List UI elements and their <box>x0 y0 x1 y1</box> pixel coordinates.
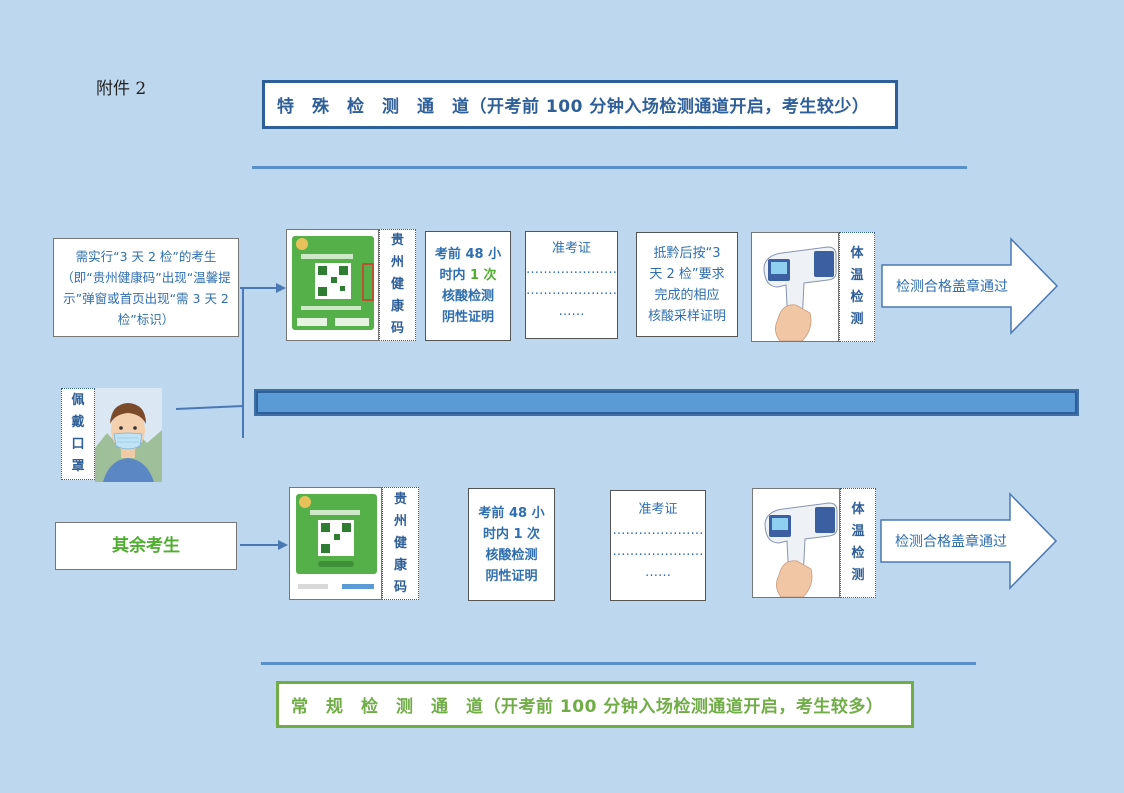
attachment-label: 附件 2 <box>96 79 147 99</box>
arrival-sampling-proof: 抵黔后按“3 天 2 检”要求 完成的相应 核酸采样证明 <box>636 232 738 337</box>
three-day-two-test-condition: 需实行“3 天 2 检”的考生（即“贵州健康码”出现“温馨提示”弹窗或首页出现“… <box>53 238 239 337</box>
pass-arrow-regular <box>880 492 1058 590</box>
temperature-check-label-special: 体 温 检 测 <box>839 232 875 342</box>
nucleic-test-proof-regular: 考前 48 小 时内 1 次 核酸检测 阴性证明 <box>468 488 555 601</box>
pass-arrow-special <box>881 237 1059 335</box>
nucleic-test-proof-special: 考前 48 小 时内 1 次 核酸检测 阴性证明 <box>425 231 511 341</box>
health-code-screenshot-regular <box>289 487 382 600</box>
pass-text-regular: 检测合格盖章通过 <box>895 534 1007 550</box>
admission-ticket-special: 准考证 ………………… ………………… …… <box>525 231 618 339</box>
temperature-check-label-regular: 体 温 检 测 <box>840 488 876 598</box>
health-code-label-regular: 贵 州 健 康 码 <box>382 487 419 600</box>
bottom-divider-line <box>261 662 976 665</box>
pass-text-special: 检测合格盖章通过 <box>896 279 1008 295</box>
health-code-screenshot-special <box>286 229 379 341</box>
special-channel-title: 特 殊 检 测 通 道（开考前 100 分钟入场检测通道开启，考生较少） <box>262 80 898 129</box>
middle-divider-bar <box>254 389 1079 416</box>
admission-ticket-regular: 准考证 ………………… ………………… …… <box>610 490 706 601</box>
regular-channel-title: 常 规 检 测 通 道（开考前 100 分钟入场检测通道开启，考生较多） <box>276 681 914 728</box>
masked-person-avatar <box>95 388 162 482</box>
thermometer-gun-icon <box>752 488 840 598</box>
wear-mask-label: 佩 戴 口 罩 <box>61 388 95 480</box>
thermometer-gun-icon <box>751 232 839 342</box>
health-code-label-special: 贵 州 健 康 码 <box>379 229 416 341</box>
top-divider-line <box>252 166 967 169</box>
other-candidates-label: 其余考生 <box>55 522 237 570</box>
